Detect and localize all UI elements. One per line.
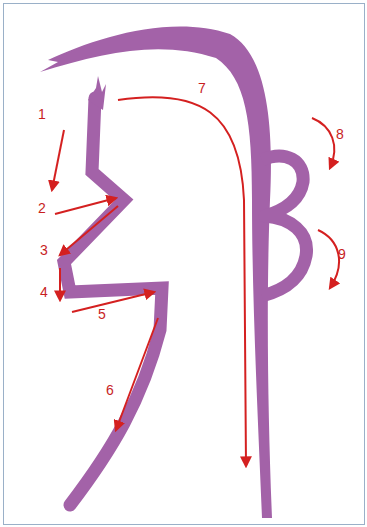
callout-number: 7: [198, 80, 206, 96]
stroke-arrow: [59, 268, 61, 300]
callout-number: 8: [336, 126, 344, 142]
callout-number: 9: [338, 246, 346, 262]
callout-number: 4: [40, 284, 48, 300]
callout-number: 1: [38, 106, 46, 122]
stroke-arrow: [55, 198, 116, 214]
callout-number: 3: [40, 242, 48, 258]
brush-stroke: [262, 156, 307, 296]
stroke-arrow: [118, 97, 246, 466]
callout-number: 5: [98, 306, 106, 322]
brush-tip: [88, 76, 106, 110]
stroke-arrow: [318, 230, 339, 288]
stroke-arrow: [72, 292, 154, 312]
callout-number: 6: [106, 382, 114, 398]
callout-number: 2: [38, 200, 46, 216]
stroke-arrow: [312, 118, 334, 168]
stroke-arrow: [52, 130, 64, 190]
stroke-arrow: [116, 318, 158, 430]
brush-stroke: [40, 27, 272, 518]
stroke-arrow: [60, 206, 118, 255]
brush-stroke: [64, 98, 162, 505]
